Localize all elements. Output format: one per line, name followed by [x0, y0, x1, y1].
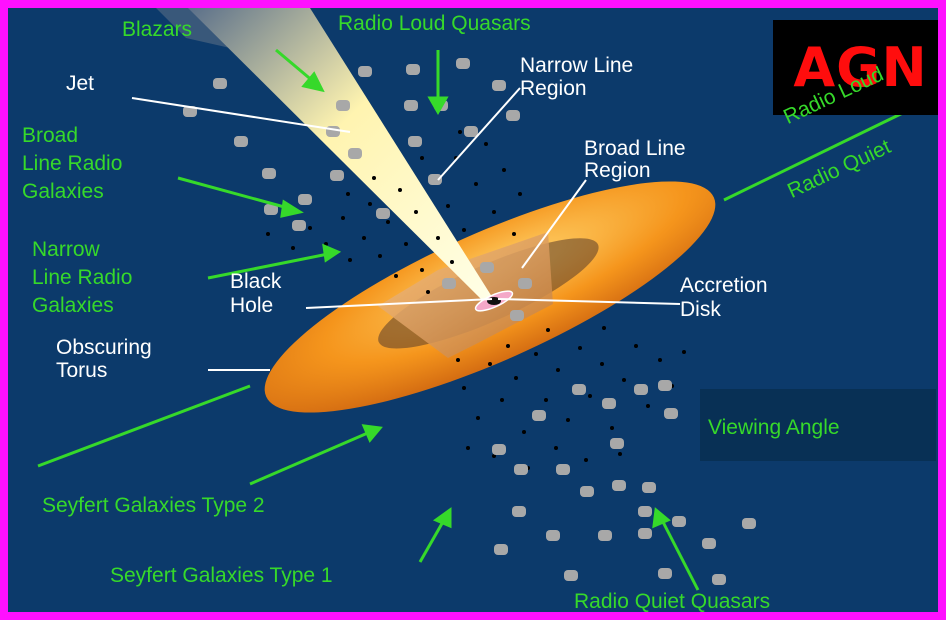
label-black-hole: Black Hole	[230, 270, 282, 317]
narrow-line-region-dots	[266, 130, 522, 294]
gas-clouds	[183, 58, 756, 585]
diagram-graphics	[37, 8, 938, 591]
torus-cutaway	[378, 232, 553, 358]
lower-region-dots	[456, 326, 686, 470]
viewing-angle-box	[700, 389, 936, 461]
title-box: AGN	[773, 20, 938, 115]
label-blazars: Blazars	[122, 18, 193, 41]
label-broad-line-radio-galaxies: Broad Line Radio Galaxies	[22, 124, 123, 203]
label-seyfert-type-2: Seyfert Galaxies Type 2	[42, 494, 265, 517]
label-narrow-line-radio-galaxies: Narrow Line Radio Galaxies	[32, 238, 133, 317]
label-seyfert-type-1: Seyfert Galaxies Type 1	[110, 564, 333, 587]
label-viewing-angle: Viewing Angle	[708, 416, 840, 439]
green-pointer-lines	[37, 48, 938, 591]
agn-diagram: AGN Blazars Radio Loud Quasars Jet Narro…	[8, 8, 938, 612]
jet-beam	[188, 8, 494, 302]
label-jet: Jet	[66, 72, 95, 95]
label-radio-loud-quasars: Radio Loud Quasars	[338, 12, 531, 35]
white-pointer-lines	[131, 87, 681, 371]
title: AGN	[793, 36, 928, 99]
label-radio-quiet-quasars: Radio Quiet Quasars	[574, 590, 771, 612]
label-narrow-line-region: Narrow Line Region	[520, 54, 634, 100]
label-obscuring-torus: Obscuring Torus	[56, 336, 152, 382]
label-accretion-disk: Accretion Disk	[680, 274, 768, 321]
label-broad-line-region: Broad Line Region	[584, 137, 686, 182]
